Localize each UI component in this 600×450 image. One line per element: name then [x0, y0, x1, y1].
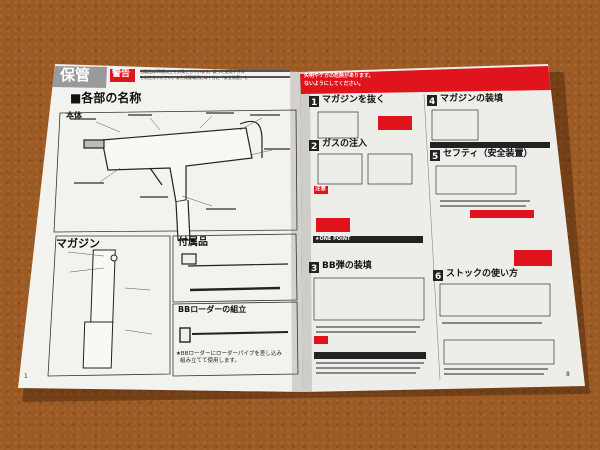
step2-red-note	[316, 218, 350, 232]
step5-figure	[435, 165, 517, 195]
step5-red-block-1	[470, 210, 534, 218]
step6-figure-b	[443, 339, 555, 365]
step4-figure	[431, 109, 479, 141]
magazine-callouts	[67, 251, 153, 335]
spine-gutter	[290, 72, 312, 392]
left-header-block	[52, 66, 107, 88]
step1-red-note	[378, 116, 412, 130]
step2-figure-a	[317, 153, 363, 185]
accessory-panel	[172, 233, 298, 303]
warning-text-line-2: をお控えください。また保管場所には十分に「安全装置」を	[140, 75, 248, 80]
chui-label: 注意	[315, 186, 327, 192]
step-number-boxes	[309, 95, 443, 281]
loader-illustration	[179, 327, 289, 343]
step2-title: ガスの注入	[322, 139, 368, 149]
right-page-number: 8	[566, 371, 570, 378]
loader-note-line-1: ★BBローダーにローダーパイプを差し込み	[176, 351, 282, 357]
corner-title: 保管	[60, 66, 91, 84]
step2-figure-b	[367, 153, 413, 185]
step3-red-label	[314, 336, 328, 344]
body-heading: 本体	[66, 111, 82, 120]
body-callouts	[95, 115, 273, 207]
gun-illustration	[83, 120, 263, 241]
left-page-number: 1	[24, 373, 28, 380]
step5-red-block-2	[514, 250, 552, 266]
step4-title: マガジンの装填	[440, 94, 504, 104]
svg-text:3: 3	[311, 264, 317, 274]
section-title: ■各部の名称	[70, 91, 142, 105]
right-page-text-lines	[316, 200, 548, 375]
svg-text:6: 6	[435, 272, 441, 282]
one-point-label-1: ★ONE POINT	[315, 236, 351, 242]
loader-heading: BBローダーの組立	[178, 305, 247, 314]
warning-badge-box	[110, 69, 135, 82]
body-panel	[53, 109, 298, 233]
step3-title: BB弾の装填	[322, 261, 372, 271]
loader-note-line-2: 組み立てて使用します。	[180, 358, 240, 364]
body-callout-text	[70, 112, 290, 210]
accessory-illustration	[181, 253, 289, 292]
svg-text:2: 2	[311, 142, 317, 152]
step5-title: セフティ（安全装置）	[443, 149, 533, 159]
left-header-text-lines	[140, 70, 290, 78]
one-point-bar-1	[313, 236, 423, 243]
loader-panel	[172, 301, 299, 377]
svg-text:1: 1	[311, 98, 317, 108]
step6-figure	[439, 283, 551, 317]
right-top-text-line-1: 失明やケガの危険があります。	[304, 73, 374, 79]
warning-badge: 警告	[112, 69, 131, 79]
one-point-bar-2	[314, 352, 426, 359]
svg-text:5: 5	[432, 152, 438, 162]
right-red-band	[300, 66, 551, 94]
warning-text-line-1: 当製品は18歳以上を対象としています。誤った使用やガス	[140, 69, 245, 74]
step1-title: マガジンを抜く	[322, 95, 386, 105]
magazine-heading: マガジン	[56, 237, 100, 250]
one-point-bar-3	[430, 142, 550, 148]
right-top-text-line-2: ないようにしてください。	[304, 81, 364, 87]
magazine-illustration	[82, 249, 118, 369]
step1-figure	[317, 111, 359, 139]
step-number-digits: 1 2 3 4 5 6	[311, 97, 441, 282]
right-column-divider	[423, 93, 441, 381]
magazine-panel	[47, 235, 171, 377]
step2-red-label	[314, 186, 328, 194]
step3-figure	[313, 277, 425, 321]
svg-text:4: 4	[429, 97, 435, 107]
step6-title: ストックの使い方	[446, 269, 519, 279]
accessory-heading: 付属品	[178, 237, 208, 248]
